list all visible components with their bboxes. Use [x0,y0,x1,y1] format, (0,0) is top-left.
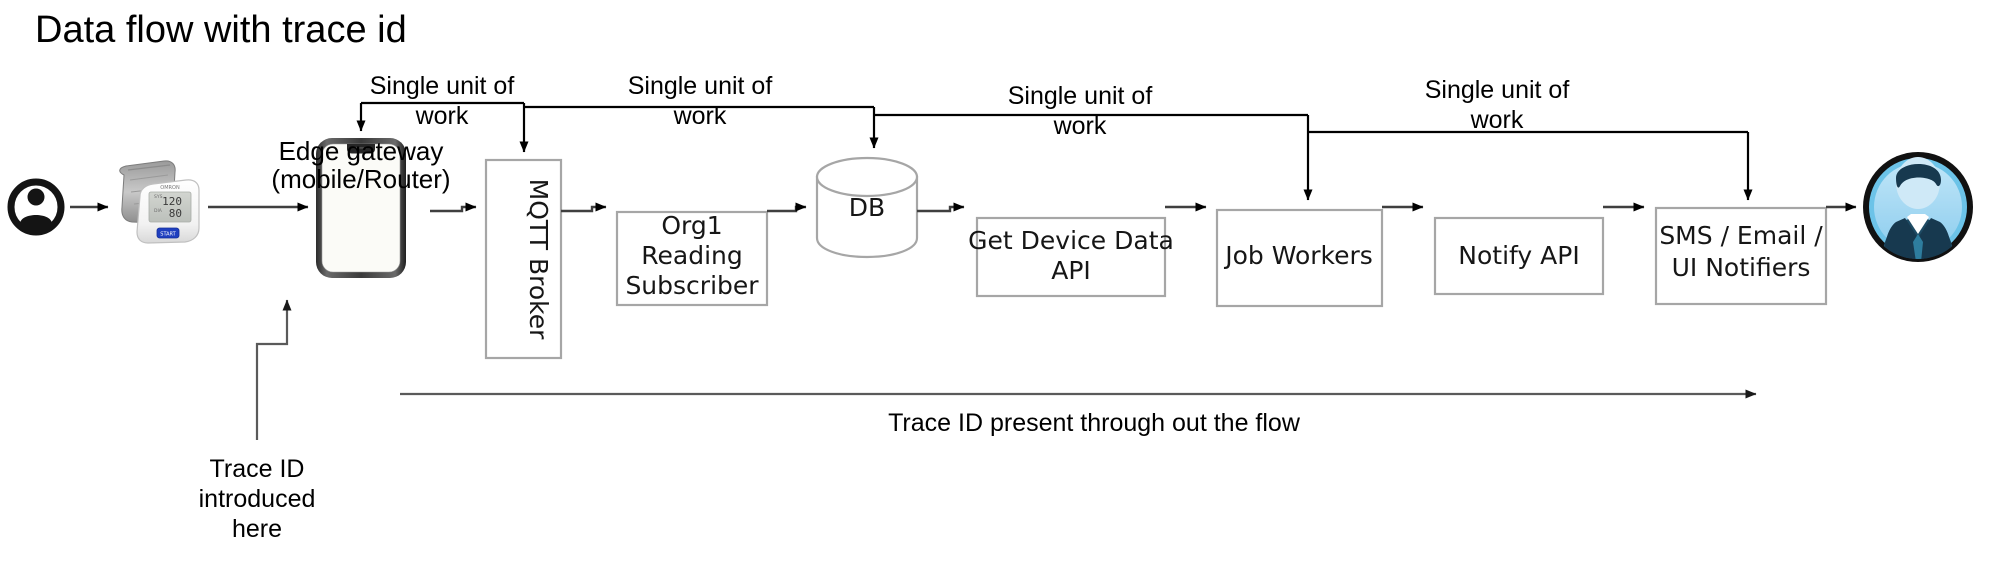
mobile-phone-icon [316,138,406,278]
unit-of-work-1-line2: work [415,102,469,130]
node-db[interactable] [815,156,919,259]
get-device-data-api-label-line1: Get Device Data [968,226,1174,255]
trace-id-flow-label: Trace ID present through out the flow [888,409,1301,437]
blood-pressure-monitor-icon: 120 80 SYS DIA OMRON START [119,160,200,244]
org1-subscriber-label-line2: Reading [641,241,742,270]
node-org1-reading-subscriber[interactable] [615,210,769,307]
trace-id-introduced-line2: introduced [199,485,316,513]
unit-of-work-4-line1: Single unit of [1425,76,1570,104]
arrow-subscriber-to-db [767,202,807,213]
mqtt-broker-label: MQTT Broker [524,179,553,340]
node-notify-api[interactable] [1433,216,1605,296]
node-job-workers[interactable] [1215,208,1384,308]
svg-text:DIA: DIA [154,208,163,214]
arrow-db-to-get-device-data [917,202,965,213]
unit-of-work-2-line2: work [673,102,727,130]
db-label: DB [849,193,885,222]
unit-of-work-1-line1: Single unit of [370,72,515,100]
unit-of-work-3-line1: Single unit of [1008,82,1153,110]
node-mqtt-broker[interactable] [484,158,563,360]
arrow-gateway-to-mqtt [430,202,477,213]
svg-text:120: 120 [162,195,182,208]
arrow-mqtt-to-subscriber [561,202,607,213]
trace-id-introduced-line3: here [232,515,282,543]
node-get-device-data-api[interactable] [975,216,1167,298]
svg-text:80: 80 [169,207,182,220]
business-person-avatar-icon [1863,152,1973,262]
unit-of-work-3-line2: work [1053,112,1107,140]
svg-text:START: START [160,232,176,238]
unit-of-work-2-line1: Single unit of [628,72,773,100]
trace-id-introduced-line1: Trace ID [210,455,305,483]
svg-text:OMRON: OMRON [160,185,180,191]
unit-of-work-4-line2: work [1470,106,1524,134]
notifiers-label-line2: UI Notifiers [1672,253,1811,282]
job-workers-label: Job Workers [1223,241,1373,270]
svg-text:SYS: SYS [154,194,163,200]
notify-api-label: Notify API [1458,241,1579,270]
org1-subscriber-label-line1: Org1 [661,211,722,240]
person-avatar-icon [7,178,65,236]
node-notifiers[interactable] [1654,206,1828,306]
org1-subscriber-label-line3: Subscriber [625,271,759,300]
edge-gateway-label-line1: Edge gateway [279,136,444,166]
get-device-data-api-label-line2: API [1051,256,1091,285]
edge-gateway-label-line2: (mobile/Router) [271,164,450,194]
page-title: Data flow with trace id [35,9,407,51]
arrow-trace-id-introduced [255,299,292,440]
notifiers-label-line1: SMS / Email / [1659,221,1823,250]
